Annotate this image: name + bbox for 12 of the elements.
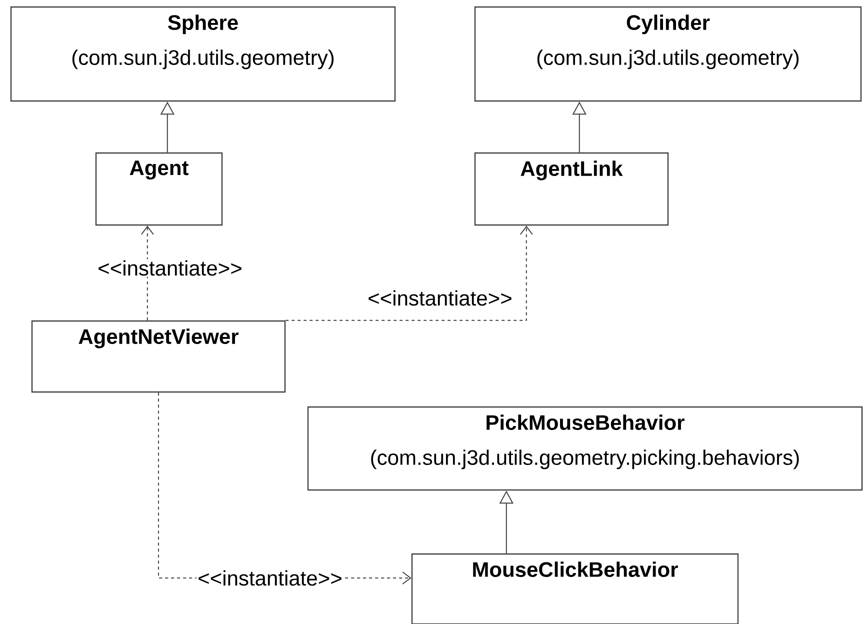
class-box: AgentLink (474, 152, 669, 226)
class-box: PickMouseBehavior (com.sun.j3d.utils.geometry.picking.behaviors) (307, 406, 863, 491)
arrow (140, 226, 154, 321)
class-box: AgentNetViewer (31, 320, 286, 393)
arrow (285, 226, 533, 321)
edge-label: <<instantiate>> (196, 569, 344, 587)
class-box: Sphere (com.sun.j3d.utils.geometry) (10, 6, 396, 102)
class-box: Cylinder (com.sun.j3d.utils.geometry) (474, 6, 862, 102)
edge-label: <<instantiate>> (96, 259, 244, 277)
edge-label: <<instantiate>> (366, 289, 514, 307)
class-box: Agent (95, 152, 223, 226)
class-box: MouseClickBehavior (411, 553, 739, 624)
